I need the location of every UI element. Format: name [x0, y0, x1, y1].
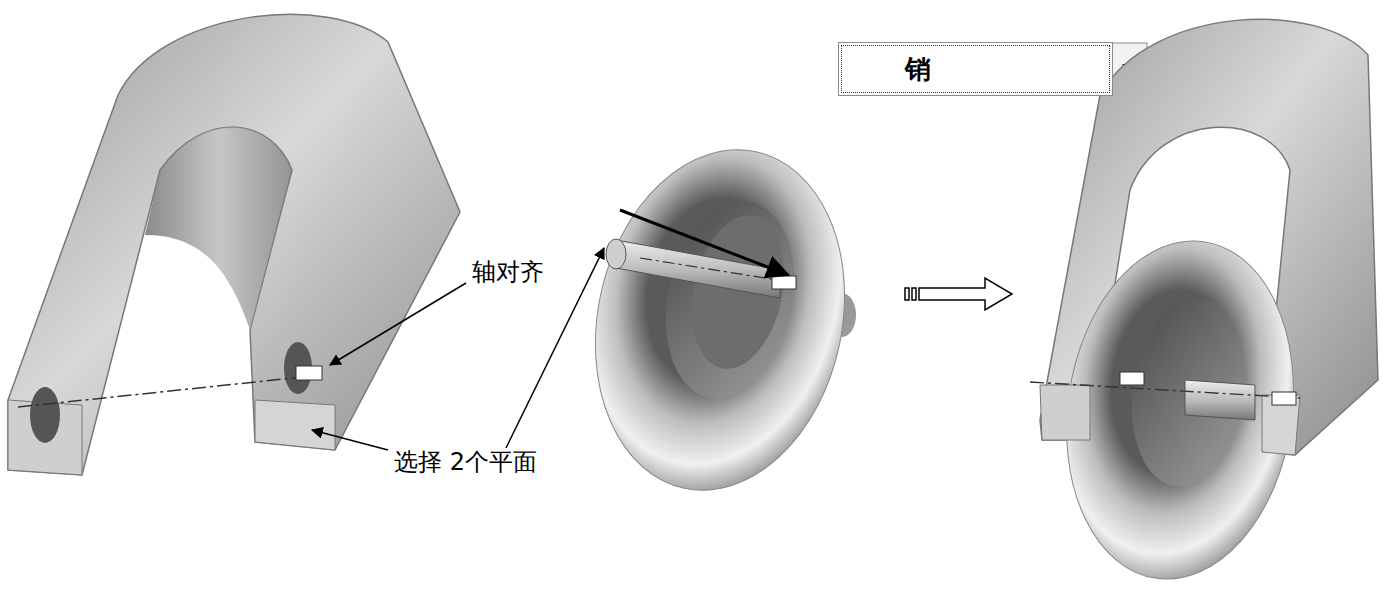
leader-line — [312, 430, 388, 450]
mate-type: 销 — [905, 52, 931, 87]
leader-line — [330, 283, 466, 365]
assembly — [1030, 19, 1378, 594]
mate-dropdown: 销 — [838, 42, 1113, 96]
wheel — [565, 126, 875, 513]
hollow-arrow — [905, 278, 1012, 310]
callout-label: 轴对齐 — [470, 258, 546, 287]
bracket — [8, 14, 460, 475]
callout-label: 选择 2个平面 — [392, 448, 539, 477]
